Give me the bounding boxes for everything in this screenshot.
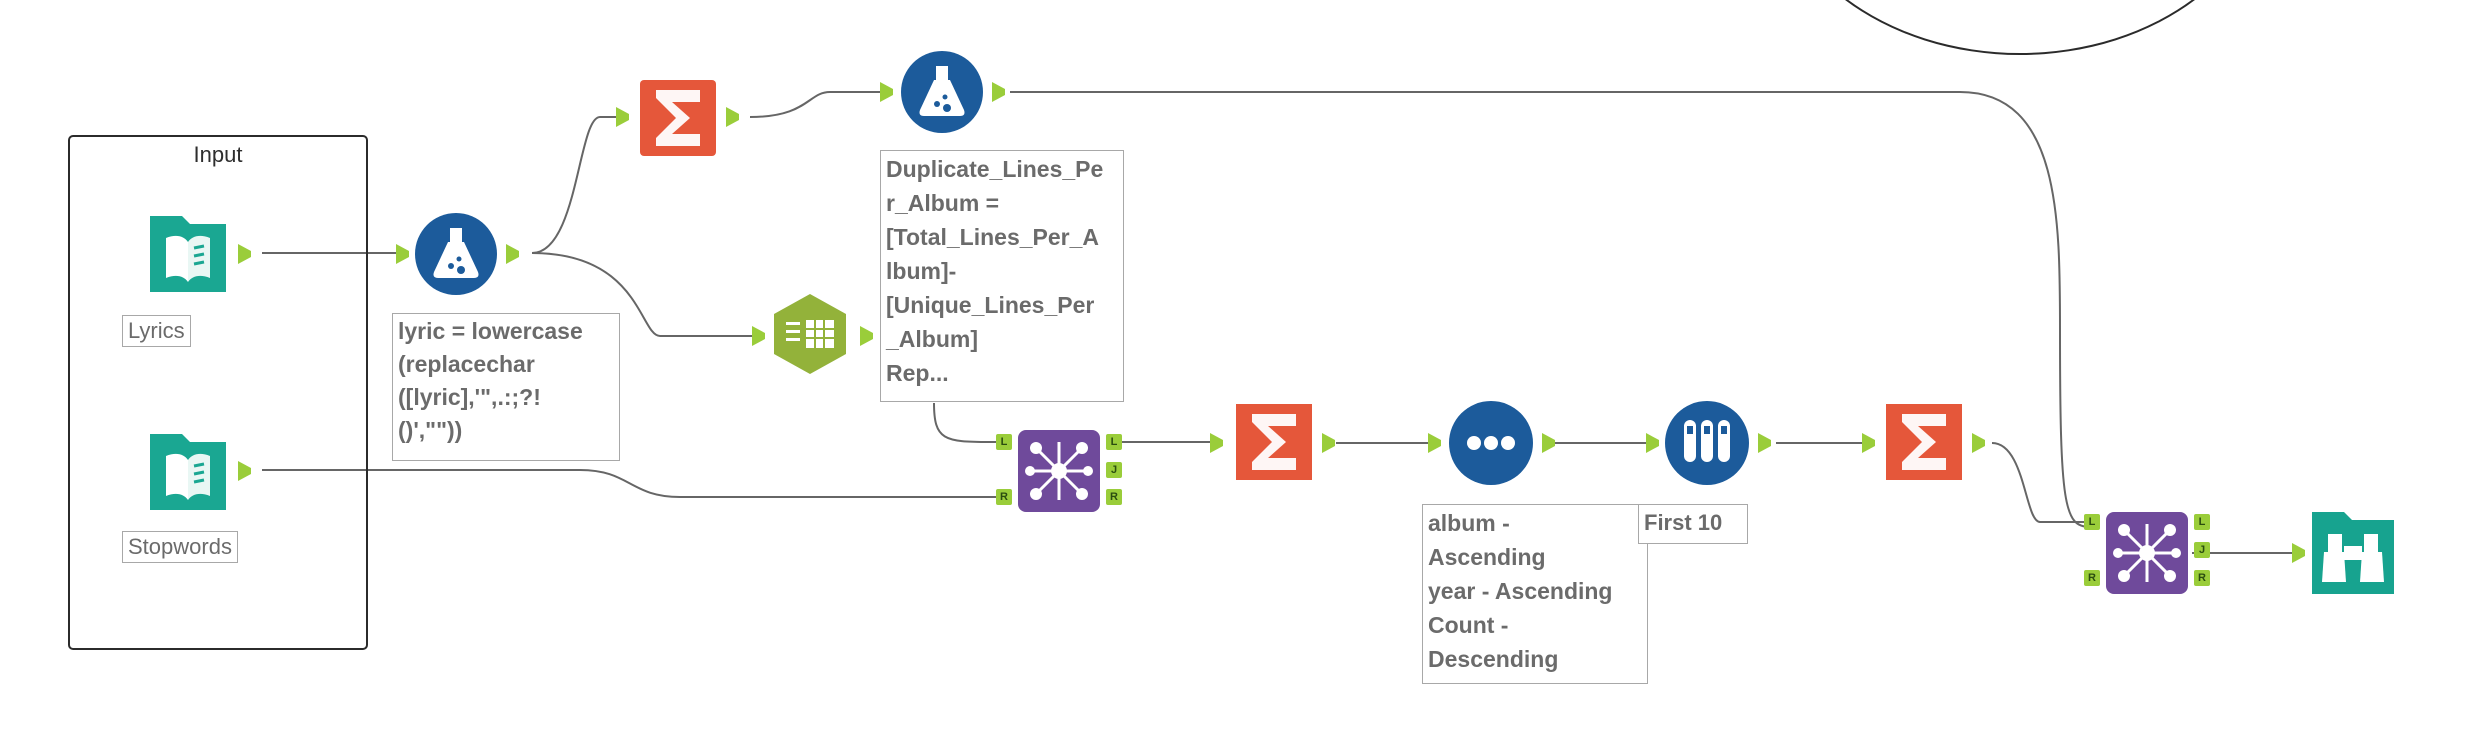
sample-annotation: First 10 xyxy=(1638,504,1748,544)
flask-icon xyxy=(415,213,497,295)
join1-right-output-anchor[interactable]: R xyxy=(1106,489,1122,505)
wire-formula2-to-join2 xyxy=(1010,91,2091,528)
stopwords-label: Stopwords xyxy=(122,531,238,563)
sort-annotation: album - Ascending year - Ascending Count… xyxy=(1422,504,1648,684)
lyrics-label: Lyrics xyxy=(122,315,191,347)
browse-tool[interactable] xyxy=(2310,510,2396,601)
input-book-icon xyxy=(150,434,226,510)
formula2-annotation: Duplicate_Lines_Pe r_Album = [Total_Line… xyxy=(880,150,1124,402)
summarize-tool-3[interactable] xyxy=(1882,400,1966,489)
sort-tool[interactable] xyxy=(1448,400,1534,491)
join1-left-input-anchor[interactable]: L xyxy=(996,434,1012,450)
test-tubes-icon xyxy=(1665,401,1749,485)
binoculars-icon xyxy=(2312,512,2394,594)
join2-right-output-anchor[interactable]: R xyxy=(2194,570,2210,586)
formula1-annotation: lyric = lowercase (replacechar ([lyric],… xyxy=(392,313,620,461)
join-icon xyxy=(1018,430,1100,512)
wire-summarize1-to-formula2 xyxy=(749,91,888,118)
join-icon xyxy=(2106,512,2188,594)
summarize-tool-1[interactable] xyxy=(636,76,720,165)
join2-join-output-anchor[interactable]: J xyxy=(2194,542,2210,558)
tool-container-input[interactable]: Input xyxy=(68,135,368,650)
sample-tool[interactable] xyxy=(1664,400,1750,491)
sigma-icon xyxy=(1236,404,1312,480)
join2-left-input-anchor[interactable]: L xyxy=(2084,514,2100,530)
wire-formula-to-summarize1 xyxy=(531,116,616,254)
flask-icon xyxy=(901,51,983,133)
wire-annotation-to-join1 xyxy=(933,402,998,443)
join1-right-input-anchor[interactable]: R xyxy=(996,489,1012,505)
join2-left-output-anchor[interactable]: L xyxy=(2194,514,2210,530)
formula-tool-2[interactable] xyxy=(900,50,984,139)
join1-join-output-anchor[interactable]: J xyxy=(1106,462,1122,478)
input-data-tool-lyrics[interactable] xyxy=(146,212,230,301)
input-data-tool-stopwords[interactable] xyxy=(146,430,230,519)
join2-right-input-anchor[interactable]: R xyxy=(2084,570,2100,586)
wire-summarize3-to-join2-left xyxy=(1991,442,2090,523)
join-tool-1[interactable] xyxy=(1016,428,1102,519)
sort-dots-icon xyxy=(1449,401,1533,485)
sigma-icon xyxy=(1886,404,1962,480)
input-book-icon xyxy=(150,216,226,292)
summarize-tool-2[interactable] xyxy=(1232,400,1316,489)
formula-tool-1[interactable] xyxy=(414,212,498,301)
wire-formula-to-texttocolumns xyxy=(531,252,760,337)
text-to-columns-icon xyxy=(774,294,846,374)
container-title: Input xyxy=(193,142,243,167)
wire-stopwords-to-join1 xyxy=(262,469,998,498)
join1-left-output-anchor[interactable]: L xyxy=(1106,434,1122,450)
text-to-columns-tool[interactable] xyxy=(768,292,852,381)
sigma-icon xyxy=(636,76,720,160)
join-tool-2[interactable] xyxy=(2104,510,2190,601)
